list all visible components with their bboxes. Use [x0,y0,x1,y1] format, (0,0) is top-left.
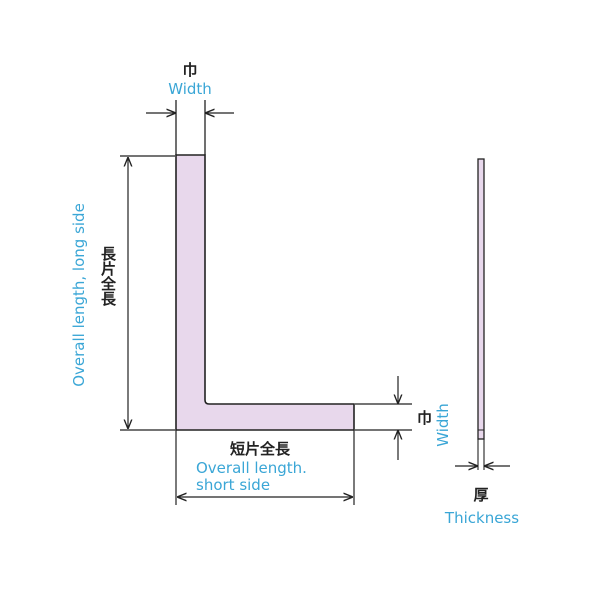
top-width-en: Width [168,80,212,98]
top-width-jp: 巾 [182,61,197,79]
short-side-en-line2: short side [196,476,270,494]
short-side-jp: 短片全長 [230,440,291,458]
side-width-en: Width [434,403,452,447]
side-view-bar [477,158,485,440]
short-side-en-line1: Overall length. [196,459,307,477]
thickness-en: Thickness [444,509,519,527]
short-width-jp: 巾 [417,409,432,427]
l-square-shape [175,154,355,431]
long-side-jp: 長片全長 [99,246,117,307]
thickness-jp: 厚 [473,486,488,504]
long-side-en: Overall length, long side [70,203,88,387]
